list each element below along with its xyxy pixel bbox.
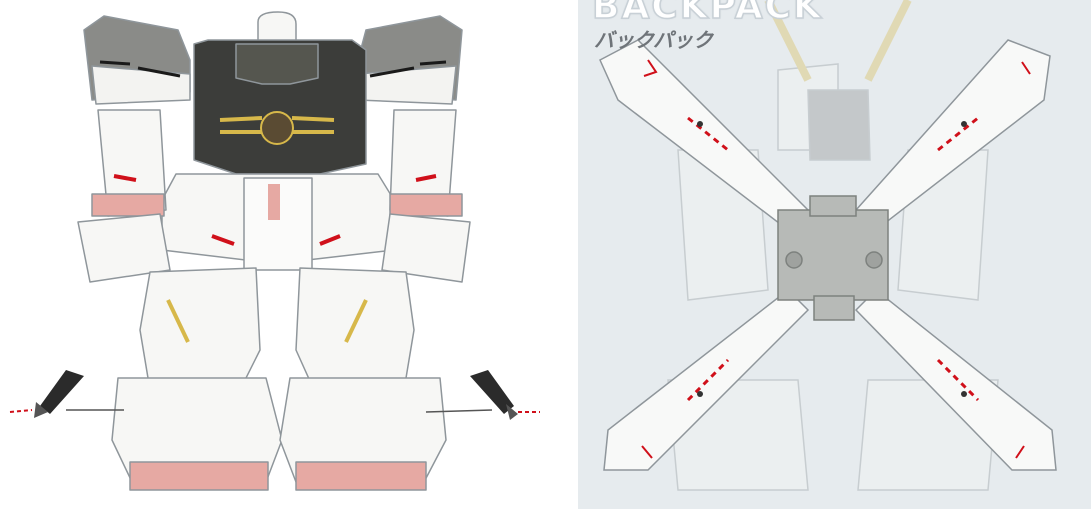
- shoulder-lines: [99, 60, 447, 78]
- chest-collar: [235, 43, 319, 85]
- right-hand: [381, 213, 471, 283]
- left-arm: [97, 109, 167, 217]
- backpack-illustration: [599, 0, 1057, 491]
- backpack-title-japanese: バックパック: [594, 28, 713, 52]
- wing-tip-marks: [641, 59, 1031, 459]
- backpack-core: [777, 195, 889, 321]
- panel-divider: [560, 0, 578, 509]
- robot-front-view-panel: [9, 11, 540, 491]
- wing-top-right: [854, 39, 1051, 231]
- head: [257, 11, 297, 47]
- right-leg: [295, 267, 415, 391]
- left-hand: [77, 213, 171, 283]
- chest-emblem: [260, 111, 294, 145]
- waist-red-stripe: [268, 184, 280, 220]
- backpack-panel: BACKPACK バックパック: [578, 0, 1091, 509]
- gold-trims: [166, 116, 368, 343]
- wing-red-marks: [686, 116, 980, 402]
- red-sticker-marks: [113, 174, 437, 246]
- left-leg: [139, 267, 261, 391]
- wing-dots: [697, 121, 967, 397]
- backpack-title: BACKPACK: [591, 0, 823, 28]
- left-marker-pen-icon: [9, 370, 124, 418]
- left-sole-red: [129, 461, 269, 491]
- right-cuff-red: [389, 193, 463, 217]
- right-sole-red: [295, 461, 427, 491]
- robot-front-illustration: [9, 11, 540, 491]
- left-cuff-red: [91, 193, 165, 217]
- right-marker-pen-icon: [425, 370, 540, 420]
